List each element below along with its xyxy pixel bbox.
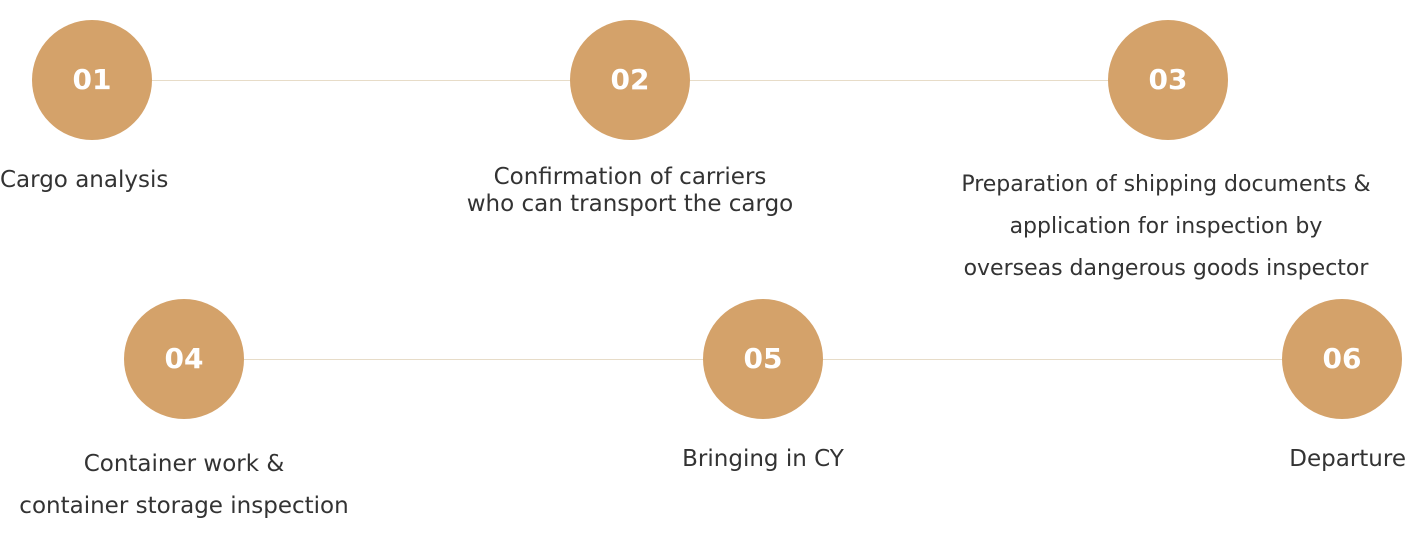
step-06-circle: 06 <box>1282 299 1402 419</box>
step-label-line: Cargo analysis <box>0 167 169 193</box>
step-label-line: who can transport the cargo <box>466 191 794 217</box>
step-number: 03 <box>1148 63 1188 96</box>
step-label-line: container storage inspection <box>19 493 349 519</box>
step-03-circle: 03 <box>1108 20 1228 140</box>
step-03-label: Preparation of shipping documents & appl… <box>926 164 1406 290</box>
step-02-label: Confirmation of carriers who can transpo… <box>430 164 830 218</box>
connector-line-05-06 <box>820 359 1282 360</box>
step-04-circle: 04 <box>124 299 244 419</box>
step-number: 01 <box>72 63 112 96</box>
connector-line-02-03 <box>688 80 1108 81</box>
step-number: 04 <box>164 342 204 375</box>
step-label-line: Preparation of shipping documents & <box>961 172 1371 197</box>
step-05-circle: 05 <box>703 299 823 419</box>
step-number: 02 <box>610 63 650 96</box>
step-label-line: Container work & <box>83 451 285 477</box>
step-label-line: Departure <box>1289 446 1406 472</box>
step-label-line: Bringing in CY <box>682 446 844 472</box>
step-label-line: Confirmation of carriers <box>493 164 767 190</box>
step-01-label: Cargo analysis <box>0 164 184 196</box>
step-01-circle: 01 <box>32 20 152 140</box>
connector-line-01-02 <box>150 80 570 81</box>
step-label-line: overseas dangerous goods inspector <box>963 256 1369 281</box>
step-label-line: application for inspection by <box>1009 214 1323 239</box>
step-04-label: Container work & container storage inspe… <box>0 443 368 527</box>
step-number: 05 <box>743 342 783 375</box>
step-number: 06 <box>1322 342 1362 375</box>
connector-line-04-05 <box>242 359 704 360</box>
step-02-circle: 02 <box>570 20 690 140</box>
step-05-label: Bringing in CY <box>633 443 893 475</box>
step-06-label: Departure <box>1266 443 1406 475</box>
